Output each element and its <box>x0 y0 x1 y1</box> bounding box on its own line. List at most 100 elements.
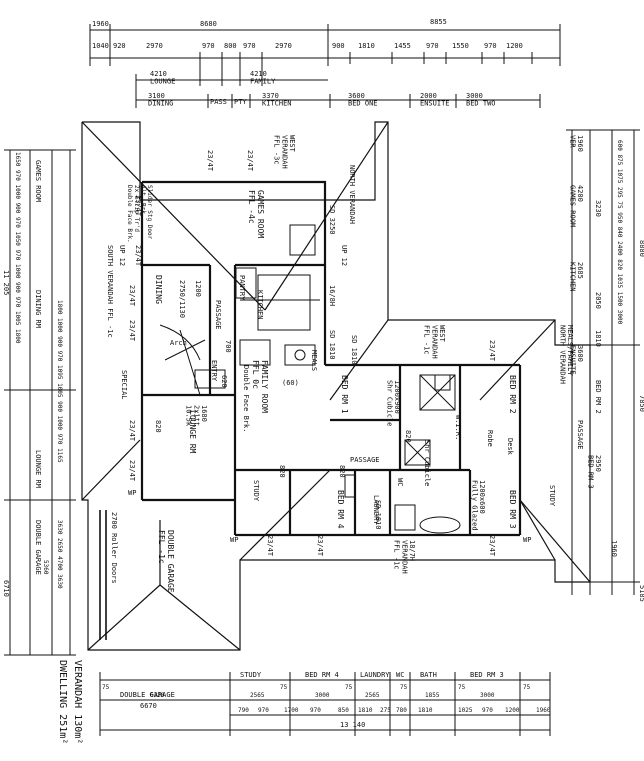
right-bed2: BED RM 2 <box>594 380 602 414</box>
kitchen-fittings <box>235 224 320 366</box>
svg-text:1040: 1040 <box>92 42 109 50</box>
bottom-total: 13 140 <box>340 721 365 729</box>
n-700: 700 <box>224 340 232 353</box>
svg-text:970: 970 <box>202 42 215 50</box>
room-games: GAMES ROOMFFL -4c <box>247 190 265 238</box>
arch: Arch <box>170 339 187 347</box>
svg-text:970: 970 <box>310 707 321 714</box>
room-passage: PASSAGE <box>214 300 222 330</box>
svg-text:1200: 1200 <box>505 707 520 714</box>
top-dimension-lines <box>89 24 561 108</box>
room-wc: WC <box>396 478 404 486</box>
left-col-a: 1650 970 1000 900 970 1050 970 1000 900 … <box>14 152 21 344</box>
bottom-bed4: BED RM 4 <box>305 671 339 679</box>
svg-text:75: 75 <box>345 684 353 691</box>
right-bed3: 2950BED RM 3 <box>586 455 602 489</box>
svg-text:1025: 1025 <box>458 707 473 714</box>
pitch-a: 23/4T <box>206 150 214 172</box>
shower-cubicle-a: 1200x900Shr Cubicle <box>385 380 401 426</box>
svg-text:790: 790 <box>238 707 249 714</box>
svg-text:1200: 1200 <box>506 42 523 50</box>
pitch-e: 23/4T <box>128 285 136 307</box>
bottom-dimension-lines <box>99 672 551 736</box>
n-1200: 1200 <box>194 280 202 297</box>
svg-text:2970: 2970 <box>146 42 163 50</box>
pitch-h: 23/4T <box>128 460 136 482</box>
dim-overall-right: 8855 <box>430 18 447 26</box>
left-vals-d: 5360 <box>42 560 49 575</box>
area-verandah: VERANDAH 130m² <box>72 660 83 744</box>
svg-text:75: 75 <box>102 684 110 691</box>
pitch-f: 23/4T <box>128 320 136 342</box>
right-5185: 5185 <box>638 585 644 602</box>
sd-3250: SD 3250 <box>328 205 336 235</box>
svg-text:800: 800 <box>224 42 237 50</box>
n-820-c: 820 <box>404 430 412 443</box>
roller-doors: 2700 Roller Doors <box>110 512 118 584</box>
room-south-verandah: SOUTH VERANDAH FFL -1c <box>106 245 114 338</box>
slider-door: Slider Stg DoorAlt. Brk.2x Ellip Tr'dDou… <box>126 185 153 243</box>
left-games-room: GAMES ROOM <box>34 160 42 202</box>
right-dimension-lines <box>566 129 640 595</box>
svg-text:275: 275 <box>380 707 391 714</box>
room-meals: MEALS <box>310 350 318 371</box>
pitch-j: 23/4T <box>316 535 324 557</box>
n-820-a: 820 <box>278 465 286 478</box>
right-8880: 8880 <box>638 240 644 257</box>
sd-1810-a: SD 1810 <box>328 330 336 360</box>
right-passage: PASSAGE <box>576 420 584 450</box>
bottom-study: STUDY <box>240 671 262 679</box>
room-west-verandah-small: WESTVERANDAHFFL -1c <box>423 325 446 359</box>
n-2750: 2750/1130 <box>178 280 186 318</box>
room-family: FAMILY ROOMFFL 0c <box>251 360 269 413</box>
svg-text:970: 970 <box>482 707 493 714</box>
right-1960: 1960 <box>610 540 618 557</box>
room-bed-1: BED RM 1 <box>340 375 349 414</box>
right-study: STUDY <box>548 485 556 507</box>
svg-text:2970: 2970 <box>275 42 292 50</box>
bottom-bath: BATH <box>420 671 437 679</box>
svg-text:3000: 3000 <box>315 692 330 699</box>
right-2050: 2050 <box>594 292 602 309</box>
right-kitchen: 2685KITCHEN <box>568 262 584 292</box>
svg-text:850: 850 <box>338 707 349 714</box>
room-pantry: PANTRY <box>238 275 246 301</box>
right-col: 600 875 1075 295 75 950 840 2400 820 103… <box>616 140 623 325</box>
left-dining-rm: DINING RM <box>34 290 42 328</box>
bottom-garage-val: 6670 <box>140 702 157 710</box>
garage-walls <box>99 510 107 640</box>
room-bed-4: BED RM 4 <box>336 490 345 529</box>
sd-1810-b: SD 1810 <box>350 335 358 365</box>
n-620: 620 <box>220 375 228 388</box>
left-col-b: 1800 1000 900 970 1095 1005 900 1000 970… <box>56 300 63 463</box>
bathroom-fittings <box>344 374 461 534</box>
room-dining: DINING <box>154 275 163 304</box>
right-ensuite: 3600ENSUITE <box>568 345 584 375</box>
n-820-b: 820 <box>338 465 346 478</box>
room-bed-3: BED RM 3 <box>508 490 517 529</box>
pitch-d: 23/4T <box>134 245 142 267</box>
wir: W.I.R. <box>454 415 462 440</box>
left-lounge-rm: LOUNGE RM <box>34 450 42 488</box>
right-games: 4200GAMES ROOM <box>568 185 584 227</box>
bottom-wc: WC <box>396 671 404 679</box>
dim-row-1: 1040 920 2970 970 800 970 2970 900 1810 … <box>92 42 523 50</box>
pitch-k: 23/4T <box>488 340 496 362</box>
sd-1810-c: SD 1810 <box>374 500 382 530</box>
svg-text:2565: 2565 <box>250 692 265 699</box>
svg-text:75: 75 <box>458 684 466 691</box>
svg-text:900: 900 <box>332 42 345 50</box>
bottom-garage: DOUBLE GARAGE <box>120 691 175 699</box>
pitch-b: 23/4T <box>246 150 254 172</box>
room-east-verandah: 18/7HVERANDAHFFL -1c <box>393 540 416 574</box>
up-12-b: UP 12 <box>118 245 126 266</box>
dim-small-left: 1960 <box>92 20 109 28</box>
svg-text:2565: 2565 <box>365 692 380 699</box>
svg-text:75: 75 <box>523 684 531 691</box>
desk-a: Desk <box>506 438 514 456</box>
pitch-g: 23/4T <box>128 420 136 442</box>
svg-text:1810: 1810 <box>418 707 433 714</box>
svg-text:1550: 1550 <box>452 42 469 50</box>
svg-text:1960: 1960 <box>536 707 551 714</box>
